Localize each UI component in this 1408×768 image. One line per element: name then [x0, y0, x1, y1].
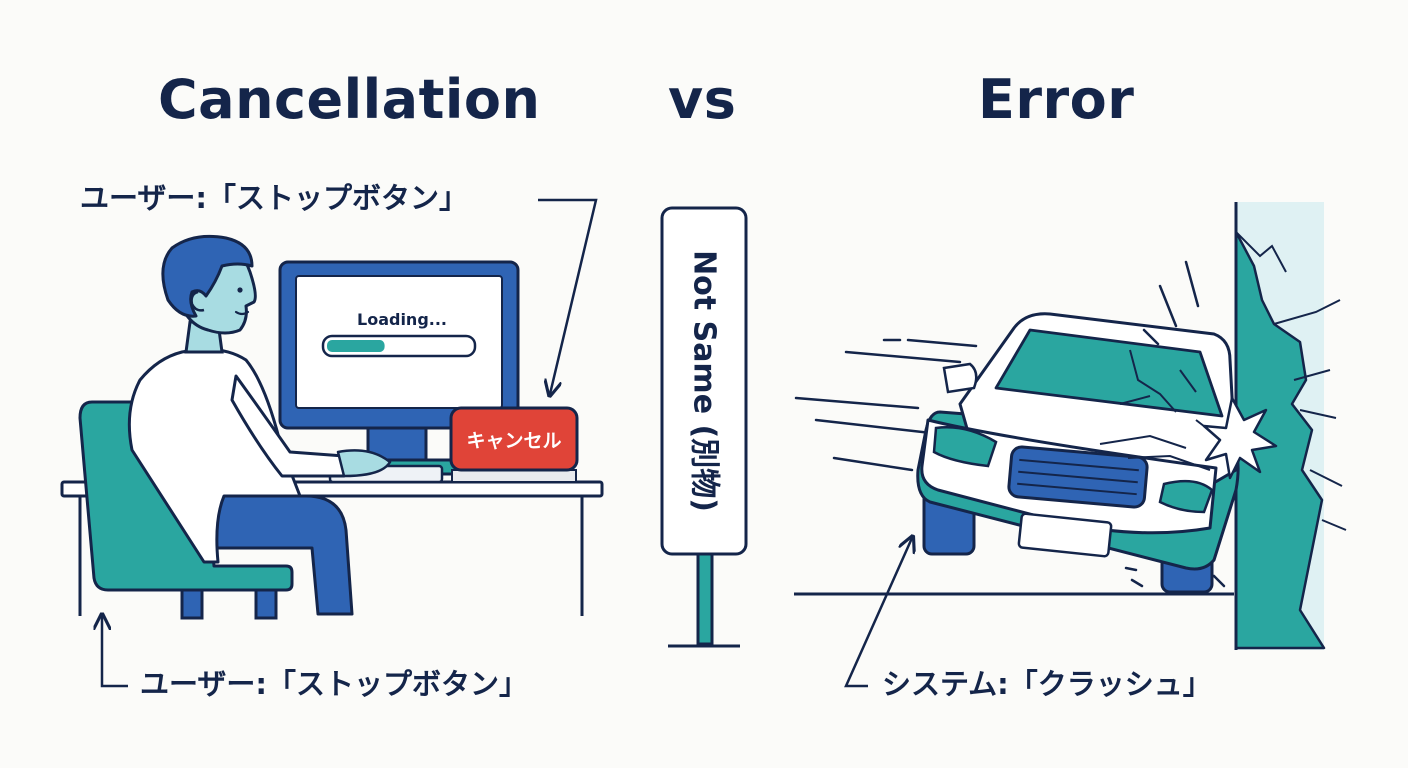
error-title: Error [978, 68, 1135, 131]
arrow-to-car [844, 538, 912, 688]
arrow-to-cancel-button [538, 198, 598, 394]
progress-bar-fill [327, 340, 385, 352]
person [127, 234, 392, 616]
loading-text: Loading... [357, 310, 447, 329]
speed-lines [794, 338, 978, 472]
cracked-wall [1234, 202, 1347, 650]
arrow-to-chair [102, 616, 128, 688]
not-same-sign-text: Not Same (別物) [687, 250, 722, 512]
cancellation-title: Cancellation [158, 68, 541, 131]
system-crash-label: システム:「クラッシュ」 [882, 667, 1212, 701]
vs-title: vs [668, 68, 737, 131]
cancel-button[interactable]: キャンセル [449, 406, 579, 483]
cancel-button-label: キャンセル [466, 430, 561, 452]
user-stop-button-label-bottom: ユーザー:「ストップボタン」 [140, 667, 529, 701]
monitor: Loading... [278, 260, 520, 476]
not-same-sign: Not Same (別物) [660, 206, 748, 648]
user-stop-button-label-top: ユーザー:「ストップボタン」 [80, 181, 469, 215]
crashed-car [916, 312, 1240, 594]
impact-burst [1124, 260, 1278, 588]
